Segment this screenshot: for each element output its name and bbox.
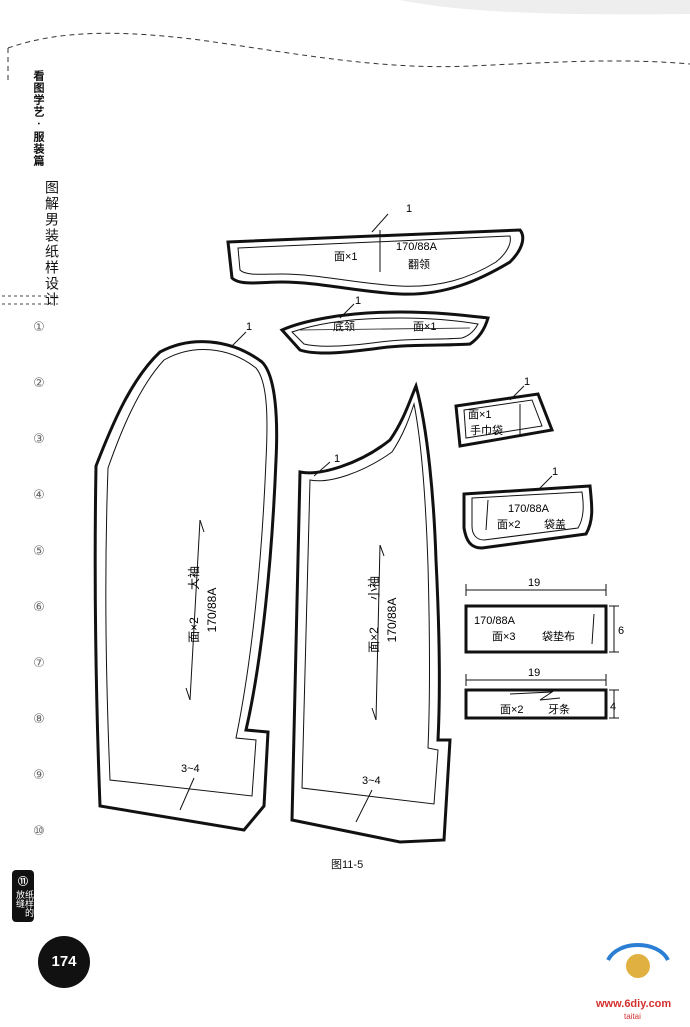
facing-qty: 面×3: [492, 631, 516, 643]
strip-name: 牙条: [548, 702, 570, 716]
facing-name: 袋垫布: [542, 629, 575, 643]
figure-caption: 图11-5: [331, 859, 364, 871]
flap-mark: 1: [552, 466, 558, 478]
chapter-link-7[interactable]: ⑦: [33, 655, 45, 670]
under-sleeve-name: 小袖: [366, 576, 381, 600]
pocket-welt-mark: 1: [524, 376, 530, 388]
top-sleeve-mark: 1: [246, 321, 252, 333]
chapter-link-6[interactable]: ⑥: [33, 599, 45, 614]
book-series-title: 看图学艺 · 服装篇: [32, 70, 44, 167]
chapter-link-5[interactable]: ⑤: [33, 543, 45, 558]
collar-upper-piece: 1 面×1 170/88A 翻领: [226, 203, 525, 296]
collar-stand-name: 底领: [333, 319, 355, 333]
facing-width: 19: [528, 577, 540, 589]
watermark-logo: [606, 943, 670, 978]
under-sleeve-mark: 1: [334, 453, 340, 465]
facing-piece: 19 6 170/88A 面×3 袋垫布: [464, 577, 624, 654]
collar-upper-size: 170/88A: [396, 241, 438, 253]
collar-stand-qty: 面×1: [413, 321, 437, 333]
strip-width: 19: [528, 667, 540, 679]
strip-height: 4: [610, 701, 616, 713]
facing-height: 6: [618, 625, 624, 637]
collar-stand-mark: 1: [355, 295, 361, 307]
book-subtitle: 图解男装纸样设计: [44, 180, 60, 308]
flap-name: 袋盖: [544, 517, 566, 531]
chapter-link-10[interactable]: ⑩: [33, 823, 45, 838]
chapter-link-9[interactable]: ⑨: [33, 767, 45, 782]
flap-piece: 1 170/88A 面×2 袋盖: [462, 466, 594, 550]
strip-piece: 19 4 面×2 牙条: [464, 667, 619, 720]
chapter-current-tab[interactable]: ⑪ 纸样的放缝: [12, 870, 34, 922]
watermark-url: www.6diy.com: [596, 998, 672, 1010]
under-sleeve-size: 170/88A: [385, 598, 399, 643]
header-dashed-wave: [7, 0, 690, 80]
pocket-welt-qty: 面×1: [468, 409, 492, 421]
collar-stand-piece: 1 底领 面×1: [279, 295, 490, 355]
chapter-current-number: ⑪: [18, 877, 28, 888]
watermark-sub: taitai: [624, 1012, 641, 1021]
chapter-link-4[interactable]: ④: [33, 487, 45, 502]
under-sleeve-label: 面×2: [367, 627, 381, 653]
pocket-welt-name: 手巾袋: [470, 423, 503, 437]
collar-upper-qty: 面×1: [334, 251, 358, 263]
page-number-badge: 174: [38, 936, 90, 988]
chapter-link-3[interactable]: ③: [33, 431, 45, 446]
pocket-welt-piece: 1 面×1 手巾袋: [454, 376, 555, 448]
collar-upper-name: 翻领: [408, 257, 430, 271]
chapter-link-8[interactable]: ⑧: [33, 711, 45, 726]
facing-size: 170/88A: [474, 615, 516, 627]
under-sleeve-hem: 3~4: [362, 775, 381, 787]
top-sleeve-piece: 1 面×2 大袖 170/88A 3~4: [93, 321, 279, 832]
top-sleeve-name: 大袖: [186, 566, 201, 590]
under-sleeve-piece: 1 面×2 小袖 170/88A 3~4: [290, 381, 452, 844]
collar-upper-mark: 1: [406, 203, 412, 215]
top-sleeve-label: 面×2: [187, 617, 201, 643]
flap-qty: 面×2: [497, 519, 521, 531]
strip-qty: 面×2: [500, 704, 524, 716]
chapter-link-2[interactable]: ②: [33, 375, 45, 390]
top-sleeve-size: 170/88A: [205, 588, 219, 633]
flap-size: 170/88A: [508, 503, 550, 515]
chapter-current-label: 纸样的放缝: [15, 890, 34, 917]
top-sleeve-hem: 3~4: [181, 763, 200, 775]
chapter-link-1[interactable]: ①: [33, 319, 45, 334]
